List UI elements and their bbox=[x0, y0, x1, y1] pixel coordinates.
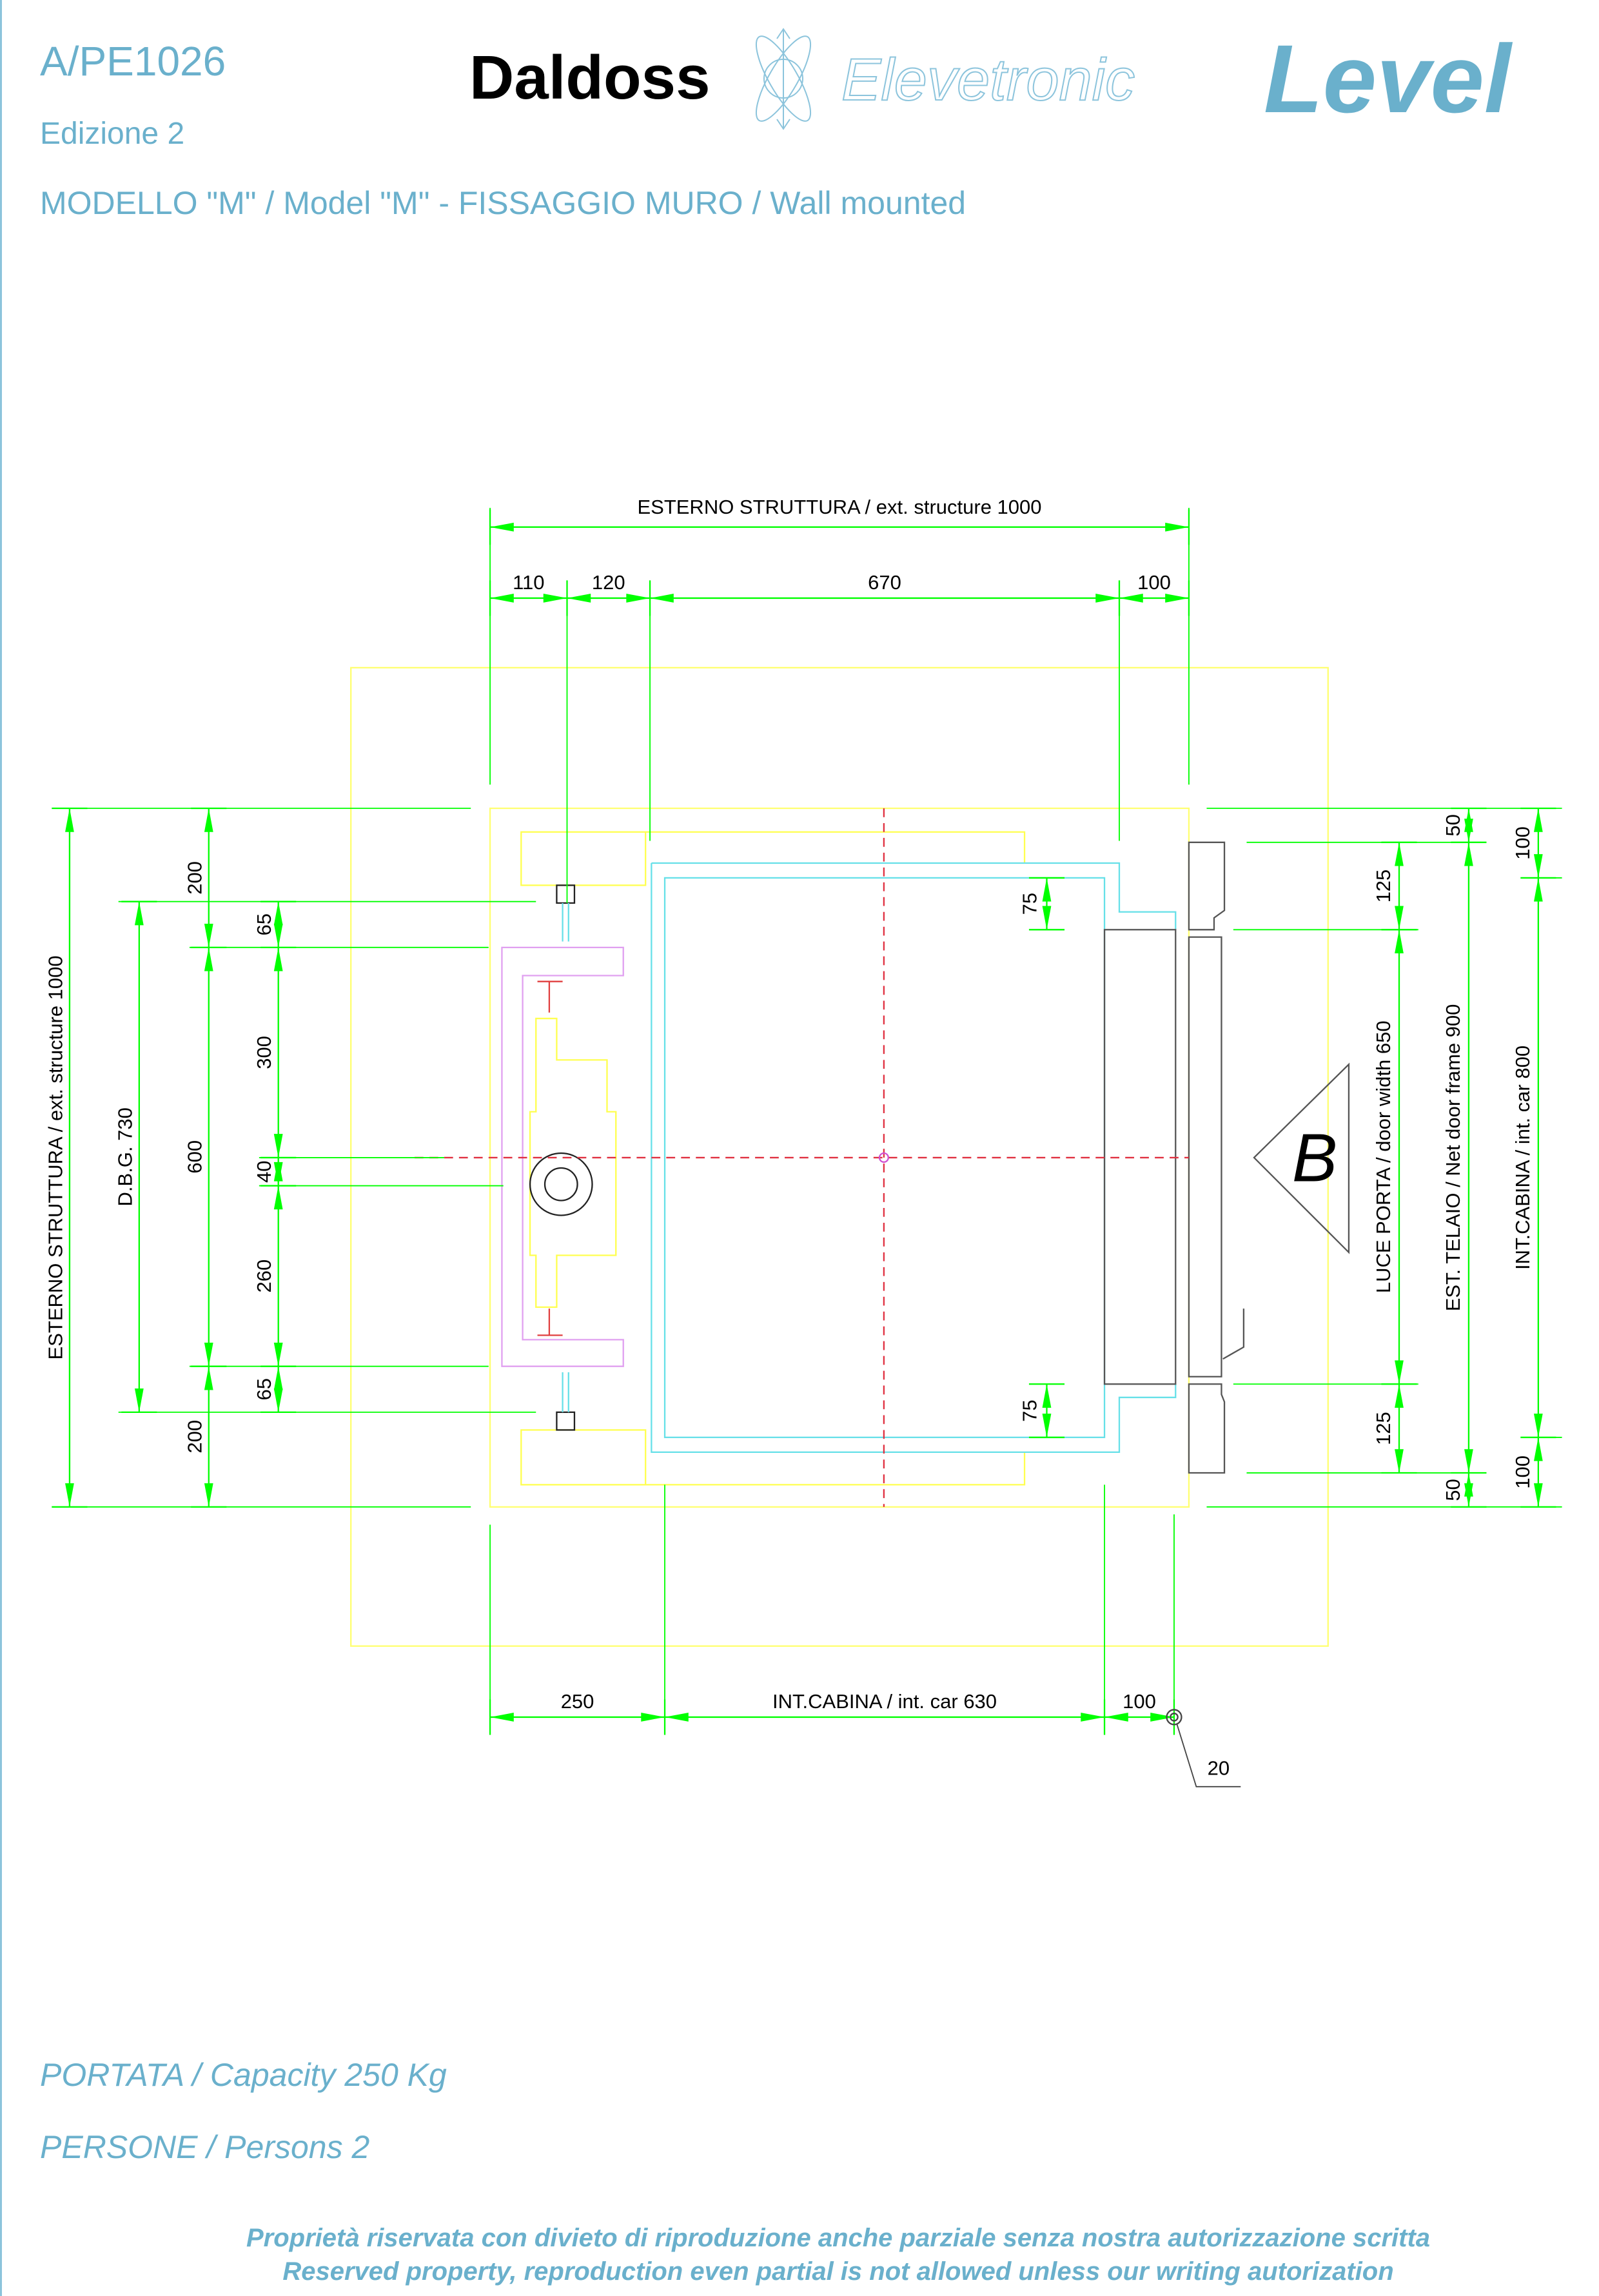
counterweight-bracket bbox=[501, 946, 624, 1367]
dimension-label: 65 bbox=[253, 913, 275, 935]
rail-block-bottom bbox=[520, 1429, 647, 1486]
dimension-label: 100 bbox=[1511, 826, 1534, 860]
logo-level: Level bbox=[1264, 24, 1511, 133]
dimension-label: 100 bbox=[1511, 1455, 1534, 1489]
dimension-label: ESTERNO STRUTTURA / ext. structure 1000 bbox=[637, 496, 1041, 518]
center-axis bbox=[414, 808, 1189, 1507]
logo-daldoss: Daldoss bbox=[469, 43, 711, 112]
structure-outline bbox=[489, 807, 1190, 1508]
model-title: MODELLO "M" / Model "M" - FISSAGGIO MURO… bbox=[40, 185, 966, 221]
dimension-label: 200 bbox=[183, 1420, 206, 1454]
pulley-icon bbox=[529, 1152, 593, 1216]
dimension-label: 50 bbox=[1442, 1479, 1464, 1501]
dimension-label: 670 bbox=[868, 571, 901, 594]
shaft-outline bbox=[350, 666, 1329, 1647]
capacity: PORTATA / Capacity 250 Kg bbox=[40, 2057, 447, 2093]
dimension-label: LUCE PORTA / door width 650 bbox=[1372, 1020, 1395, 1293]
atom-logo-icon bbox=[755, 28, 812, 130]
access-label: B bbox=[1292, 1120, 1337, 1196]
dimension-label: 120 bbox=[592, 571, 625, 594]
page-border bbox=[0, 0, 2, 2296]
dimensions: ESTERNO STRUTTURA / ext. structure 1000 1… bbox=[44, 496, 1562, 1787]
dimension-label: INT.CABINA / int. car 630 bbox=[772, 1690, 997, 1713]
access-triangle-icon bbox=[1253, 1062, 1350, 1254]
dimension-label: 125 bbox=[1372, 1412, 1395, 1445]
dimension-label: 125 bbox=[1372, 870, 1395, 903]
dimension-label: 100 bbox=[1137, 571, 1171, 594]
landing-door-frame bbox=[1188, 841, 1226, 1474]
dimension-label: 200 bbox=[183, 861, 206, 895]
notice-english: Reserved property, reproduction even par… bbox=[282, 2257, 1394, 2286]
dimension-label: D.B.G. 730 bbox=[113, 1107, 136, 1206]
dimension-label: INT.CABINA / int. car 800 bbox=[1511, 1046, 1534, 1270]
dimension-label: 20 bbox=[1208, 1756, 1230, 1779]
notice-italian: Proprietà riservata con divieto di ripro… bbox=[246, 2224, 1431, 2252]
dimension-label: 600 bbox=[183, 1140, 206, 1174]
dimension-label: 250 bbox=[561, 1690, 594, 1713]
logo-elevetronic: Elevetronic bbox=[841, 46, 1135, 113]
dimension-label: ESTERNO STRUTTURA / ext. structure 1000 bbox=[44, 955, 66, 1359]
rail-block-top bbox=[520, 831, 647, 886]
dimension-label: 75 bbox=[1018, 1399, 1041, 1421]
dimension-label: 100 bbox=[1123, 1690, 1156, 1713]
persons: PERSONE / Persons 2 bbox=[40, 2129, 370, 2165]
dimension-label: 300 bbox=[253, 1036, 275, 1069]
dimension-label: EST. TELAIO / Net door frame 900 bbox=[1442, 1004, 1464, 1312]
dimension-label: 65 bbox=[253, 1378, 275, 1400]
dimension-label: 260 bbox=[253, 1260, 275, 1293]
dimension-label: 40 bbox=[253, 1160, 275, 1182]
document-code: A/PE1026 bbox=[40, 38, 226, 84]
dimension-label: 110 bbox=[513, 571, 544, 594]
edition: Edizione 2 bbox=[40, 117, 185, 151]
dimension-label: 50 bbox=[1442, 814, 1464, 836]
car-outer bbox=[651, 862, 1177, 1454]
dimension-label: 75 bbox=[1018, 893, 1041, 915]
